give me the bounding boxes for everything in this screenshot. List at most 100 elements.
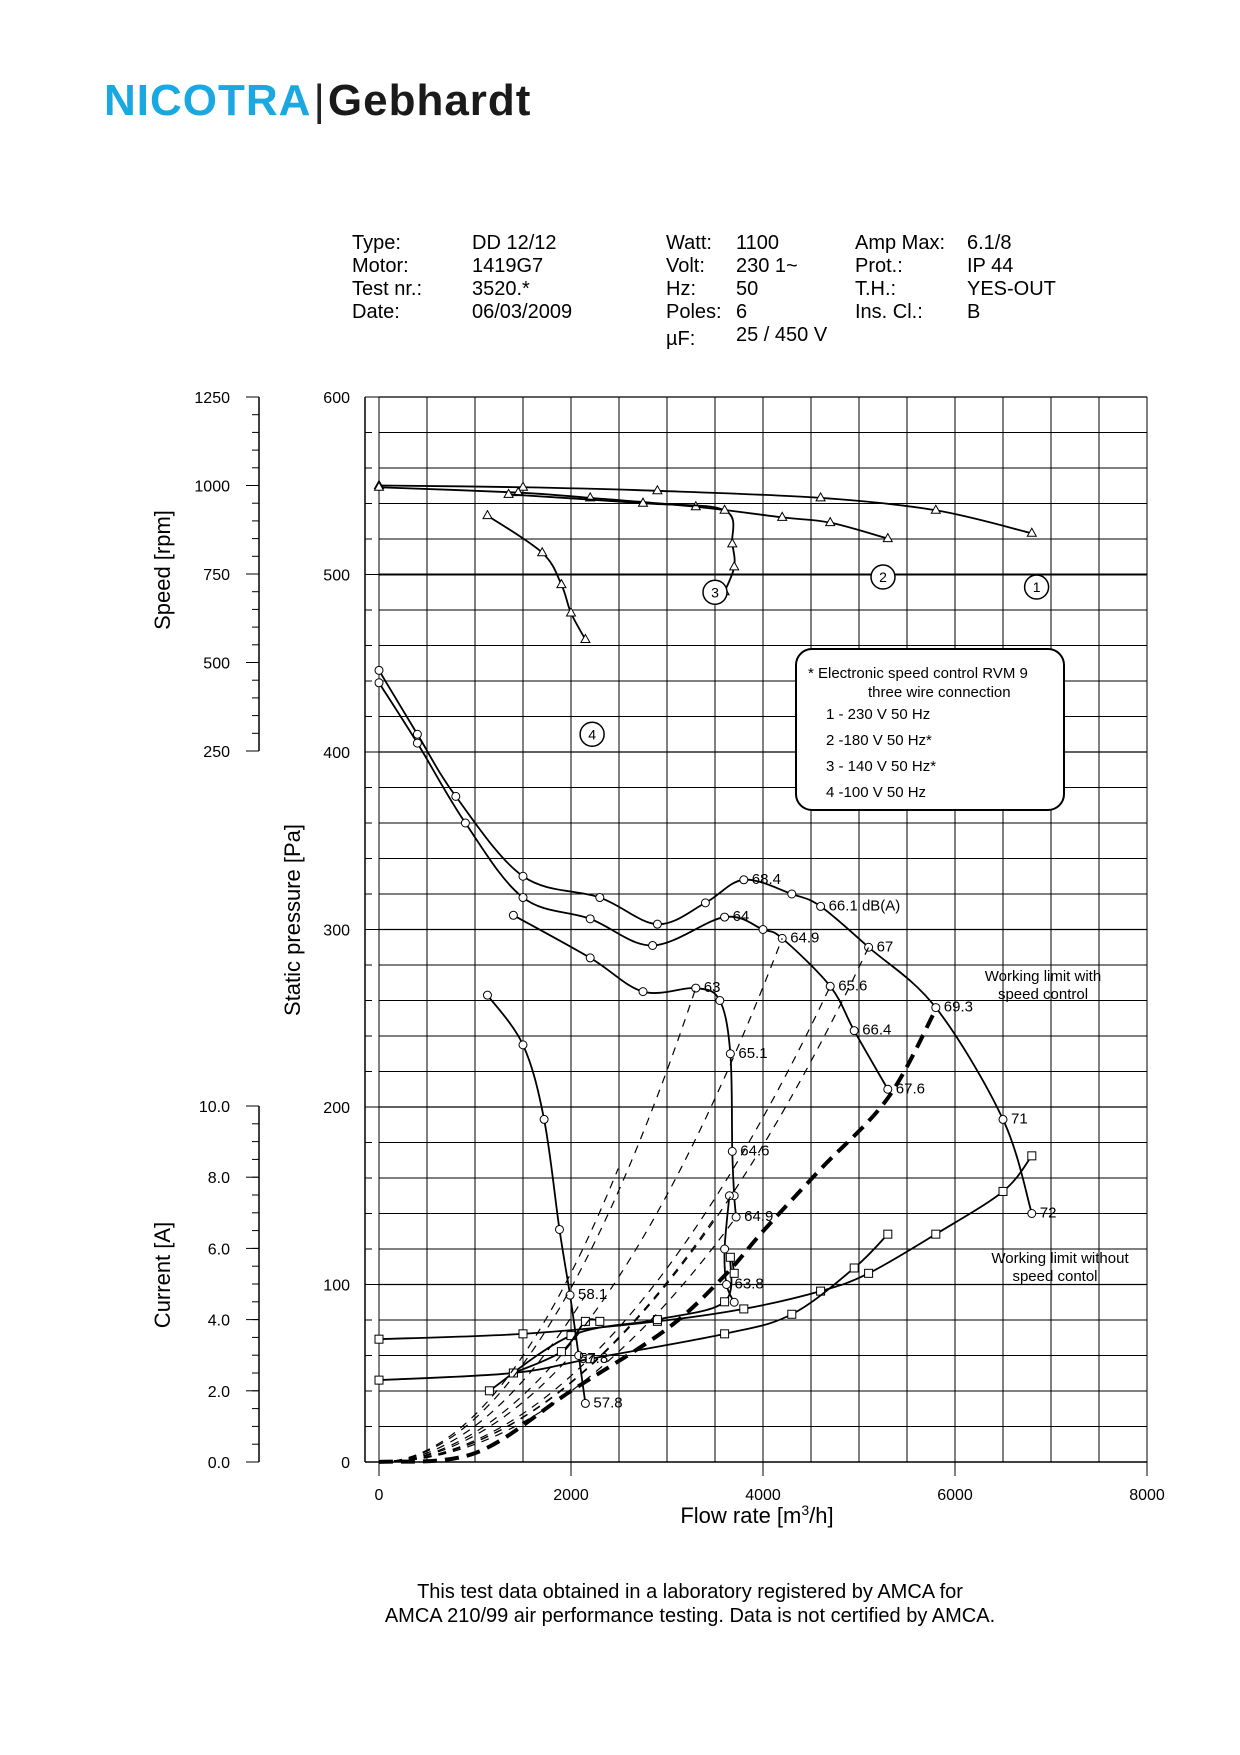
current-curve-1 — [378, 1155, 1033, 1341]
pressure-point — [518, 1040, 528, 1050]
speed-curve-number: 1 — [1033, 579, 1041, 595]
pressure-curve-1 — [378, 669, 1033, 1214]
pressure-point — [518, 871, 528, 881]
pressure-point — [727, 1146, 737, 1156]
legend-item-1: 1 - 230 V 50 Hz — [826, 706, 930, 723]
speed-point — [882, 532, 894, 543]
pressure-point — [412, 738, 422, 748]
pressure-point — [482, 990, 492, 1000]
pressure-point — [595, 893, 605, 903]
spec-label: Amp Max: — [855, 232, 946, 254]
current-axis-label: Current [A] — [150, 1222, 175, 1328]
spec-value: 06/03/2009 — [472, 301, 573, 323]
brand-part2: Gebhardt — [327, 76, 532, 125]
spec-label: Watt: — [666, 232, 712, 254]
working-limit-without-label-2: speed contol — [1012, 1268, 1097, 1285]
pressure-tick-label: 400 — [323, 745, 350, 762]
pressure-tick-label: 600 — [323, 390, 350, 407]
spec-value: 6 — [736, 301, 748, 323]
spec-value: DD 12/12 — [472, 232, 557, 254]
current-point — [720, 1297, 730, 1307]
spec-value: 3520.* — [472, 278, 530, 300]
spec-label: Poles: — [666, 301, 722, 323]
brand-part1: NICOTRA — [104, 76, 312, 125]
current-point — [1027, 1151, 1037, 1161]
chart-curves — [373, 479, 1038, 1464]
pressure-point — [725, 1049, 735, 1059]
flow-tick-label: 8000 — [1129, 1487, 1165, 1504]
pressure-point — [720, 1244, 730, 1254]
pressure-tick-label: 300 — [323, 923, 350, 940]
current-point — [720, 1329, 730, 1339]
pressure-point — [931, 1003, 941, 1013]
system-curve — [378, 1294, 586, 1463]
current-tick-label: 2.0 — [208, 1384, 230, 1401]
pressure-point — [849, 1026, 859, 1036]
spec-value: 25 / 450 V — [736, 324, 828, 346]
spec-col1-values: DD 12/12 1419G7 3520.* 06/03/2009 — [472, 232, 572, 324]
pressure-point — [729, 1297, 739, 1307]
pressure-point — [731, 1212, 741, 1222]
legend-title: * Electronic speed control RVM 9 — [808, 665, 1028, 682]
brand-separator: | — [313, 76, 326, 125]
speed-point — [580, 633, 591, 643]
spec-value: B — [967, 301, 981, 323]
flow-tick-label: 6000 — [937, 1487, 973, 1504]
pressure-point — [739, 875, 749, 885]
speed-point — [517, 481, 529, 491]
spec-col2-labels: Watt: Volt: Hz: Poles: µF: — [666, 232, 722, 351]
speed-point — [637, 497, 649, 507]
flow-tick-label: 2000 — [553, 1487, 589, 1504]
pressure-point — [691, 983, 701, 993]
pressure-point — [787, 889, 797, 899]
spec-label: Type: — [352, 232, 401, 254]
db-label: 71 — [1011, 1110, 1028, 1127]
current-point — [739, 1304, 749, 1314]
speed-point — [776, 511, 788, 521]
chart-labels: 68.466.1 dB(A)6769.371726464.965.666.467… — [578, 564, 1056, 1411]
spec-col2-values: 1100 230 1~ 50 6 25 / 450 V — [736, 232, 827, 347]
db-label: 64.9 — [744, 1208, 773, 1225]
footer-line-2: AMCA 210/99 air performance testing. Dat… — [384, 1605, 996, 1627]
pressure-point — [998, 1114, 1008, 1124]
current-point — [883, 1229, 893, 1239]
db-label: 69.3 — [944, 999, 973, 1016]
current-tick-label: 4.0 — [208, 1313, 230, 1330]
pressure-point — [638, 987, 648, 997]
chart-axes: 0100200300400500600250500750100012500.02… — [194, 390, 1164, 1504]
system-curve — [378, 1168, 619, 1463]
flow-axis-label: Flow rate [m3/h] — [680, 1502, 833, 1528]
speed-curve-number: 3 — [711, 584, 719, 600]
spec-label: Test nr.: — [352, 278, 423, 300]
flow-tick-label: 4000 — [745, 1487, 781, 1504]
pressure-tick-label: 500 — [323, 568, 350, 585]
current-point — [849, 1263, 859, 1273]
current-point — [864, 1268, 874, 1278]
db-label: 64.6 — [740, 1142, 769, 1159]
system-curve — [378, 1216, 737, 1463]
current-point — [652, 1315, 662, 1325]
pressure-point — [715, 996, 725, 1005]
speed-tick-label: 250 — [203, 744, 230, 761]
current-point — [484, 1386, 494, 1396]
pressure-point — [412, 729, 422, 739]
pressure-point — [724, 1191, 734, 1201]
pressure-point — [585, 914, 595, 924]
pressure-point — [374, 665, 384, 675]
db-label: 64 — [733, 908, 750, 925]
chart-grid — [378, 396, 1148, 1463]
db-label: 68.4 — [752, 871, 781, 888]
pressure-point — [722, 1280, 732, 1289]
footer-note: This test data obtained in a laboratory … — [350, 1580, 1030, 1628]
db-label: 58.1 — [578, 1286, 607, 1303]
current-point — [595, 1316, 605, 1326]
legend-box — [795, 648, 1065, 811]
current-curve-4 — [513, 1318, 600, 1374]
speed-axis-label: Speed [rpm] — [150, 510, 175, 630]
speed-point — [556, 578, 567, 589]
db-label: 63 — [704, 979, 721, 996]
pressure-point — [574, 1351, 584, 1360]
speed-curve-3 — [508, 493, 736, 593]
system-curve — [378, 986, 831, 1463]
